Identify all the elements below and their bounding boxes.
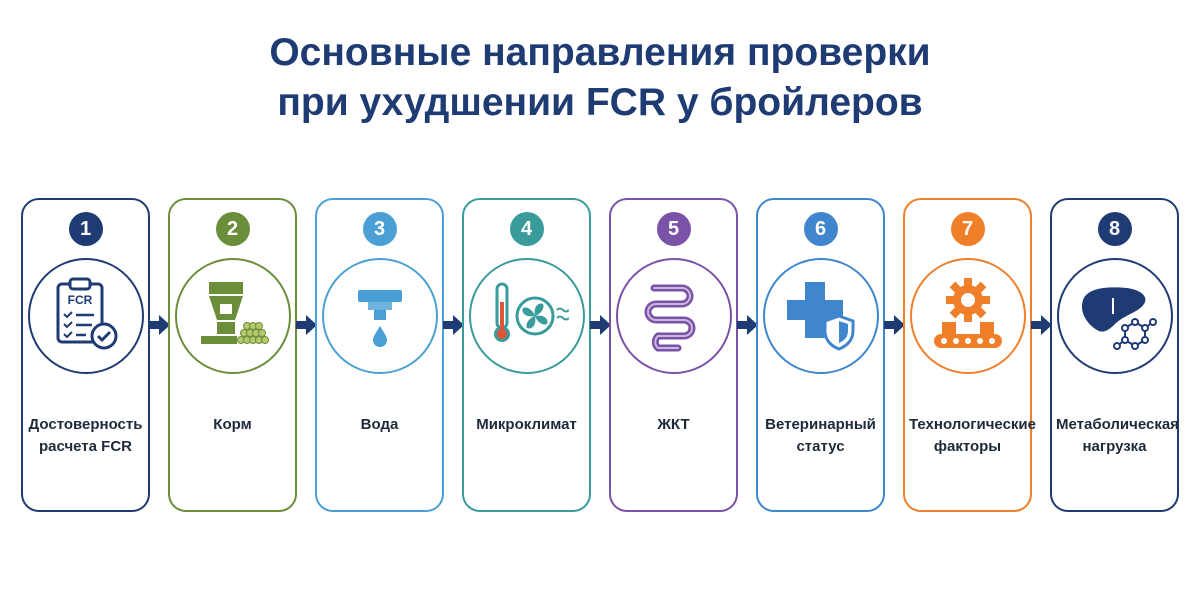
step-icon-circle: [762, 258, 879, 374]
step-card: 7 Технологические факторы: [903, 198, 1036, 512]
arrow-right-icon: [737, 315, 758, 335]
step-label: Достоверность расчета FCR: [28, 416, 143, 455]
step-icon-circle: [909, 258, 1026, 374]
arrow-right-icon: [884, 315, 905, 335]
arrow-right-icon: [149, 315, 170, 335]
step-card: 3 Вода: [315, 198, 444, 512]
page-title: Основные направления проверки при ухудше…: [0, 28, 1200, 128]
step-card: 2 Корм: [168, 198, 297, 512]
step-icon-circle: [468, 258, 585, 374]
step-label: Вода: [360, 416, 399, 433]
step-label: Микроклимат: [476, 416, 577, 433]
step-label: Метаболическая нагрузка: [1056, 416, 1179, 455]
medical-cross-shield-icon: [786, 282, 854, 351]
step-icon-circle: [615, 258, 732, 374]
water-nipple-icon: [357, 290, 402, 347]
arrow-right-icon: [1031, 315, 1052, 335]
step-number-badge: 2: [215, 212, 250, 246]
step-card: 4 Микроклимат: [462, 198, 591, 512]
feed-hopper-icon: [200, 282, 269, 344]
step-number-badge: 4: [509, 212, 544, 246]
liver-molecule-icon: [1081, 287, 1157, 350]
step-number-badge: 7: [950, 212, 985, 246]
arrow-right-icon: [590, 315, 611, 335]
step-label: Технологические факторы: [909, 416, 1036, 455]
step-label: Корм: [213, 416, 252, 433]
arrow-right-icon: [443, 315, 464, 335]
step-number-badge: 5: [656, 212, 691, 246]
title-line-2: при ухудшении FCR у бройлеров: [277, 81, 923, 124]
step-number-badge: 8: [1097, 212, 1132, 246]
step-label: ЖКТ: [657, 416, 690, 433]
step-number-badge: 1: [68, 212, 103, 246]
step-icon-circle: [1056, 258, 1173, 374]
step-number-badge: 6: [803, 212, 838, 246]
step-number-badge: 3: [362, 212, 397, 246]
intestine-icon: [644, 284, 695, 352]
step-icon-circle: FCR: [27, 258, 144, 374]
title-line-1: Основные направления проверки: [269, 31, 931, 74]
step-icon-circle: [321, 258, 438, 374]
step-card: 5 ЖКТ: [609, 198, 738, 512]
thermometer-fan-icon: [493, 282, 569, 342]
step-card: 8 Метаболическая нагрузка: [1050, 198, 1179, 512]
gear-conveyor-icon: [933, 278, 1002, 348]
step-card: 1 FCR Достоверность расчета FCR: [21, 198, 150, 512]
clipboard-fcr-text: FCR: [67, 293, 92, 307]
clipboard-check-icon: FCR: [56, 277, 117, 350]
step-icon-circle: [174, 258, 291, 374]
step-label: Ветеринарный статус: [765, 416, 876, 455]
arrow-right-icon: [296, 315, 317, 335]
step-card: 6 Ветеринарный статус: [756, 198, 885, 512]
